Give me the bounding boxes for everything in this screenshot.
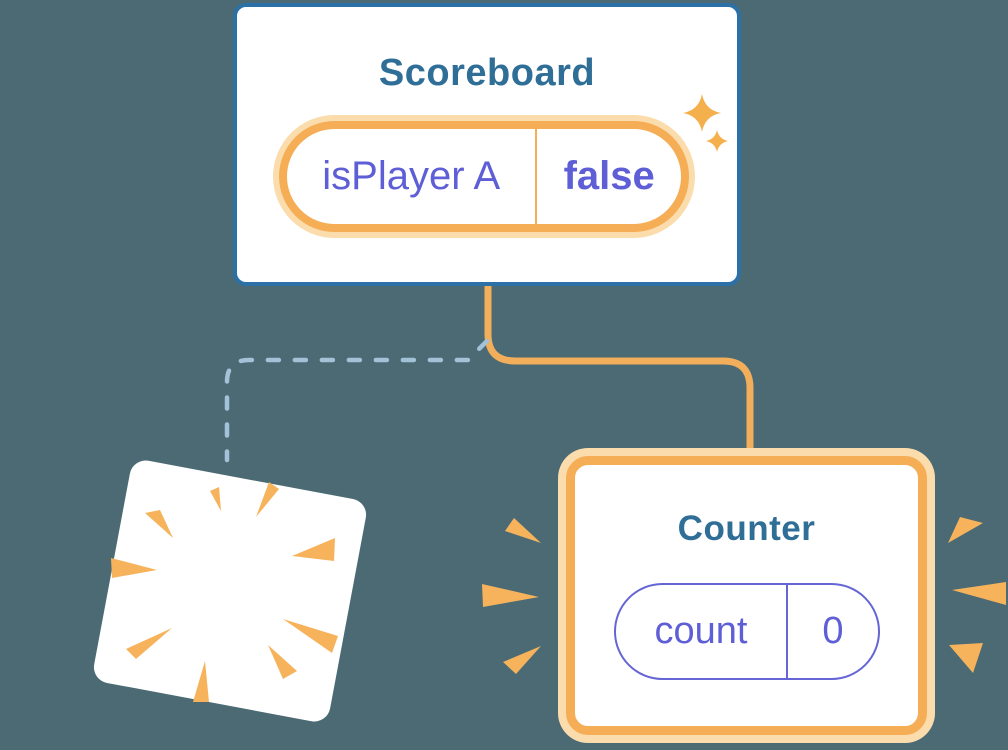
connector-dashed-line xyxy=(224,338,490,463)
explosion-icon xyxy=(111,482,338,702)
state-name-label: count xyxy=(616,584,789,678)
scoreboard-state-pill: isPlayer A false xyxy=(279,121,689,232)
destroyed-component-card xyxy=(93,460,367,722)
counter-title: Counter xyxy=(677,509,816,548)
counter-card-highlight-ring: Counter count 0 xyxy=(558,448,935,743)
state-value-label: false xyxy=(563,154,655,198)
counter-card: Counter count 0 xyxy=(566,456,927,735)
burst-icon-right xyxy=(948,517,1006,673)
scoreboard-card: Scoreboard isPlayer A false xyxy=(233,3,741,286)
destroyed-card-body xyxy=(93,460,367,722)
connector-solid-line xyxy=(484,282,754,456)
counter-state-pill: count 0 xyxy=(613,582,880,680)
state-name-label: isPlayer A xyxy=(287,129,538,224)
burst-icon-left xyxy=(482,518,541,674)
state-value-label: 0 xyxy=(822,609,844,652)
sparkle-icon xyxy=(683,94,728,152)
scoreboard-title: Scoreboard xyxy=(378,52,596,94)
